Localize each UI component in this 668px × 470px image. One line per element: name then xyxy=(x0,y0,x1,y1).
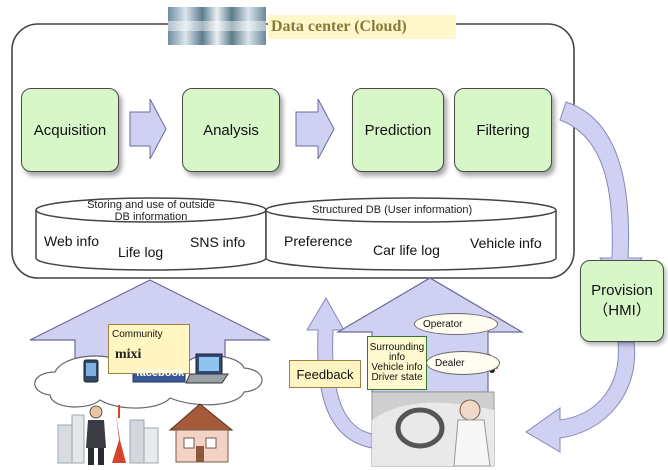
arrow-analysis-to-prediction xyxy=(295,98,335,160)
provision-curve-arrow-bottom xyxy=(525,341,636,453)
step-analysis-label: Analysis xyxy=(203,121,259,139)
db-structured-caption: Structured DB (User information) xyxy=(312,204,473,216)
step-analysis: Analysis xyxy=(182,88,280,172)
dealer-bubble: Dealer xyxy=(426,351,500,375)
step-filtering-label: Filtering xyxy=(476,121,530,139)
step-prediction: Prediction xyxy=(352,88,444,172)
facebook-label: facebook xyxy=(136,367,185,379)
db-outside-web-info: Web info xyxy=(44,233,99,249)
vehicle-info-line4: Driver state xyxy=(371,372,423,383)
db-outside-life-log: Life log xyxy=(118,244,164,260)
step-filtering: Filtering xyxy=(454,88,552,172)
provision-hmi-label: （HMI） xyxy=(593,302,651,319)
dealer-label: Dealer xyxy=(435,357,465,369)
feedback-box: Feedback xyxy=(289,360,361,388)
city-skyline-icon xyxy=(57,405,159,464)
operator-bubble: Operator xyxy=(414,313,498,335)
server-room-photo xyxy=(168,7,266,45)
db-cylinder-outside xyxy=(35,197,267,271)
house-icon xyxy=(168,403,234,463)
operator-label: Operator xyxy=(423,318,463,330)
up-arrow-right xyxy=(335,277,525,393)
feedback-label: Feedback xyxy=(296,366,354,382)
provision-curve-arrow-top xyxy=(559,101,644,283)
arrow-acquisition-to-analysis xyxy=(129,98,167,160)
community-panel: Community mixi xyxy=(108,324,190,374)
vehicle-info-line1: Surrounding xyxy=(369,342,425,353)
data-center-title: Data center (Cloud) xyxy=(268,15,456,39)
businessman-icon xyxy=(86,405,106,465)
community-label: Community xyxy=(112,329,163,340)
db-outside-caption: Storing and use of outside DB informatio… xyxy=(87,199,215,223)
step-acquisition: Acquisition xyxy=(21,88,119,172)
step-acquisition-label: Acquisition xyxy=(33,121,107,139)
feedback-curve-arrow xyxy=(306,297,373,449)
vehicle-info-line2: info xyxy=(388,352,406,363)
vehicle-info-box: Surrounding info Vehicle info Driver sta… xyxy=(367,336,427,390)
db-structured-vehicle-info: Vehicle info xyxy=(470,235,542,251)
db-outside-sns-info: SNS info xyxy=(190,234,246,250)
vehicle-info-line3: Vehicle info xyxy=(371,362,423,373)
provision-label: Provision xyxy=(591,282,653,299)
provision-hmi-box: Provision （HMI） xyxy=(580,260,664,342)
db-structured-preference: Preference xyxy=(284,233,353,249)
db-cylinder-structured xyxy=(265,197,557,271)
laptop-icon xyxy=(185,353,229,384)
step-prediction-label: Prediction xyxy=(364,121,432,139)
db-structured-car-life-log: Car life log xyxy=(373,242,440,258)
mixi-label: mixi xyxy=(115,347,142,362)
driver-photo xyxy=(371,391,495,467)
